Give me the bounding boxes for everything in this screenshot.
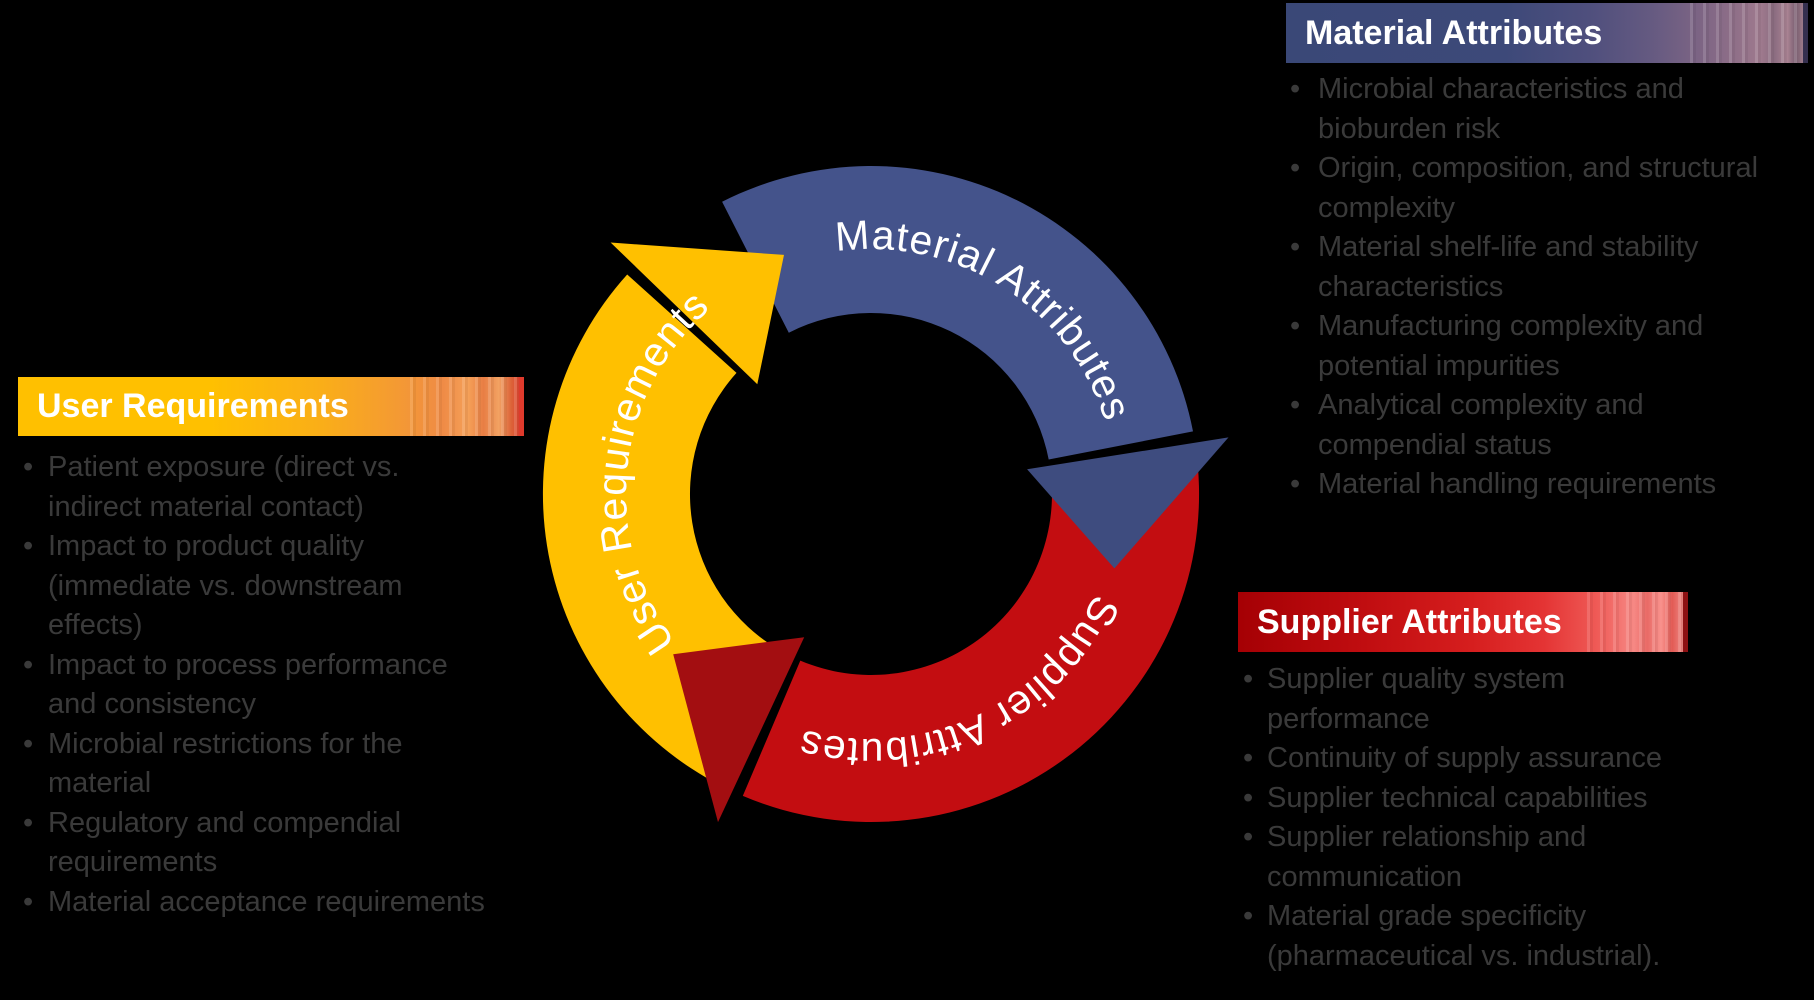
gradient-edge	[1803, 3, 1808, 63]
gradient-edge	[519, 377, 524, 436]
material-attributes-list: Microbial characteristics and bioburden …	[1286, 70, 1796, 505]
bullet-item: Material grade specificity (pharmaceutic…	[1238, 897, 1683, 976]
bullet-item: Impact to product quality (immediate vs.…	[18, 527, 488, 646]
bullet-item: Supplier technical capabilities	[1238, 779, 1683, 819]
gradient-streaks	[1682, 3, 1808, 63]
bullet-item: Regulatory and compendial requirements	[18, 804, 488, 883]
material-arc-body	[722, 166, 1193, 460]
bullet-item: Analytical complexity and compendial sta…	[1286, 386, 1796, 465]
user-requirements-header: User Requirements	[18, 377, 524, 436]
bullet-item: Supplier quality system performance	[1238, 660, 1683, 739]
supplier-attributes-list: Supplier quality system performanceConti…	[1238, 660, 1683, 976]
bullet-item: Impact to process performance and consis…	[18, 646, 488, 725]
material-arrowhead	[1027, 437, 1229, 569]
bullet-item: Material handling requirements	[1286, 465, 1796, 505]
user-requirements-title: User Requirements	[37, 387, 349, 425]
supplier-arc-body	[742, 465, 1200, 823]
gradient-streaks	[1580, 592, 1688, 652]
bullet-item: Supplier relationship and communication	[1238, 818, 1683, 897]
bullet-item: Microbial characteristics and bioburden …	[1286, 70, 1796, 149]
material-attributes-header: Material Attributes	[1286, 3, 1808, 63]
gradient-streaks	[402, 377, 524, 436]
bullet-item: Manufacturing complexity and potential i…	[1286, 307, 1796, 386]
bullet-item: Material shelf-life and stability charac…	[1286, 228, 1796, 307]
supplier-attributes-header: Supplier Attributes	[1238, 592, 1688, 652]
material-attributes-title: Material Attributes	[1305, 13, 1603, 52]
bullet-item: Patient exposure (direct vs. indirect ma…	[18, 448, 488, 527]
supplier-attributes-title: Supplier Attributes	[1257, 602, 1562, 641]
user-arrowhead	[610, 242, 784, 385]
bullet-item: Continuity of supply assurance	[1238, 739, 1683, 779]
supplier-arrowhead	[673, 637, 805, 823]
user-requirements-list: Patient exposure (direct vs. indirect ma…	[18, 448, 488, 922]
bullet-item: Material acceptance requirements	[18, 883, 488, 923]
bullet-item: Microbial restrictions for the material	[18, 725, 488, 804]
bullet-item: Origin, composition, and structural comp…	[1286, 149, 1796, 228]
gradient-edge	[1683, 592, 1688, 652]
